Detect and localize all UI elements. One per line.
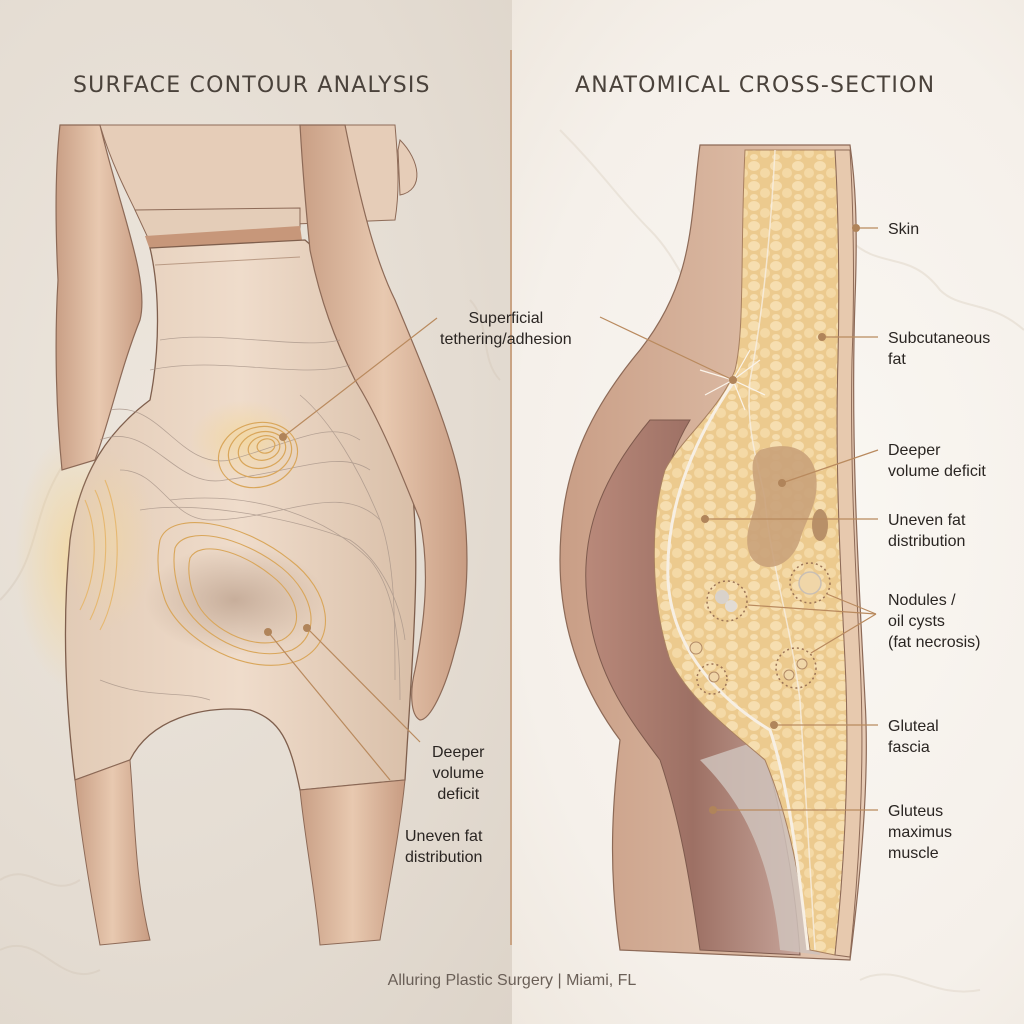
left-leader-lines <box>267 317 438 781</box>
right-leg <box>299 779 406 946</box>
right-panel-title: ANATOMICAL CROSS-SECTION <box>575 72 936 98</box>
left-panel-title: SURFACE CONTOUR ANALYSIS <box>73 72 431 98</box>
nodules <box>689 562 831 695</box>
small-cavity <box>812 509 828 541</box>
right-arm <box>299 124 468 721</box>
label-gluteus-maximus: Gluteus maximus muscle <box>888 803 953 862</box>
breast-side <box>397 138 418 196</box>
right-leader-dots <box>701 224 860 814</box>
label-subcutaneous-fat: Subcutaneous fat <box>888 330 991 368</box>
hip-highlight <box>65 450 155 630</box>
deficit-contour-rings <box>157 522 326 666</box>
label-skin: Skin <box>888 221 920 238</box>
label-superficial-tethering: Superficial tethering/adhesion <box>440 310 572 348</box>
panel-divider <box>510 50 512 945</box>
tethering-contour-rings <box>217 421 299 489</box>
label-uneven-fat-distribution-right: Uneven fat distribution <box>888 512 966 550</box>
volume-deficit-cavity <box>747 446 817 567</box>
left-leader-dots <box>264 433 311 636</box>
label-deeper-volume-deficit-right: Deeper volume deficit <box>888 442 986 480</box>
label-gluteal-fascia: Gluteal fascia <box>888 718 939 756</box>
label-uneven-fat-distribution-left: Uneven fat distribution <box>405 828 483 866</box>
fascia-sheath <box>700 740 820 955</box>
label-nodules-oil-cysts: Nodules / oil cysts (fat necrosis) <box>888 592 981 651</box>
hip-contour-rings <box>79 479 118 631</box>
waistband-seam <box>154 256 301 266</box>
contour-lines <box>99 336 406 701</box>
midriff-skin <box>145 226 302 250</box>
volume-deficit-shading <box>145 545 325 655</box>
skin-layer <box>834 149 863 958</box>
right-leader-lines <box>599 227 879 811</box>
gluteal-fascia-line <box>666 379 810 951</box>
footer-credit: Alluring Plastic Surgery | Miami, FL <box>387 972 637 989</box>
tethering-fibers <box>699 349 766 411</box>
left-leg <box>74 759 151 946</box>
label-deeper-volume-deficit-left: Deeper volume deficit <box>432 744 485 803</box>
